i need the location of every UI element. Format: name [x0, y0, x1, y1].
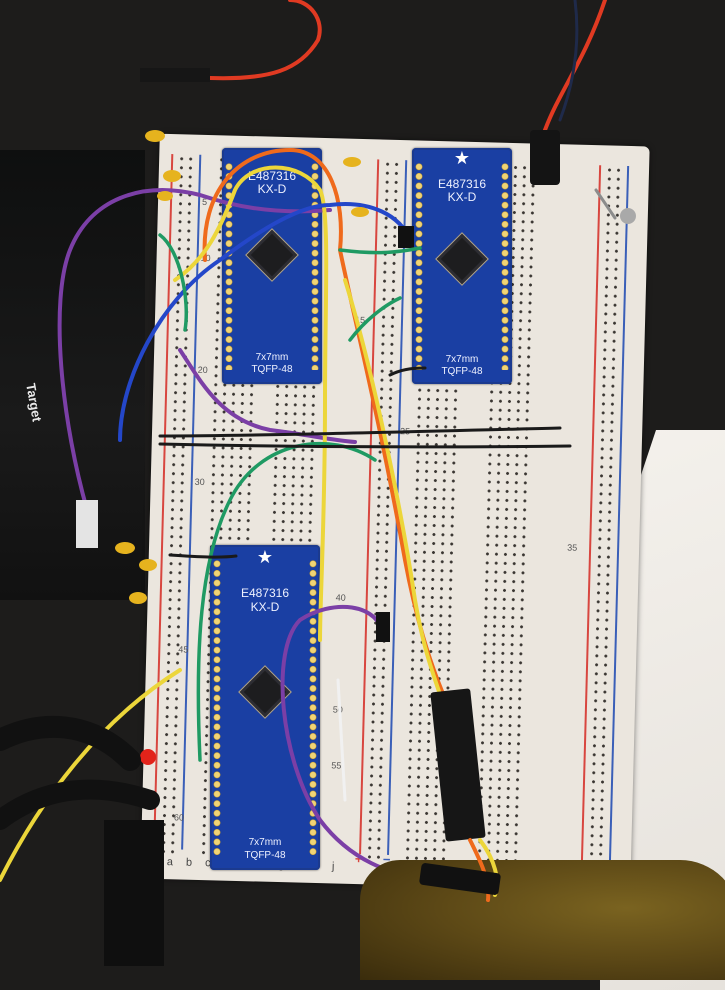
wire-yellow-right	[343, 278, 450, 722]
wire-black	[168, 553, 238, 559]
wire-connector	[376, 612, 390, 642]
jumper-wires-front	[419, 838, 501, 902]
wire-blue	[118, 202, 412, 442]
wire-green-diag	[348, 296, 402, 342]
wire-connector	[140, 68, 210, 82]
chip-package: TQFP-48	[244, 850, 286, 861]
chip-2: ★ E487316 KX-D 7x7mm TQFP-48	[412, 148, 512, 384]
capacitor	[115, 542, 135, 554]
chip-variant: KX-D	[447, 190, 477, 204]
wire-orange-end	[468, 838, 491, 902]
chip-size: 7x7mm	[445, 354, 479, 365]
chip-code: E487316	[240, 586, 290, 600]
chip-package: TQFP-48	[441, 366, 483, 377]
wire-purple-bottom	[280, 604, 432, 882]
chip-pins	[415, 162, 423, 370]
spring-pin	[594, 188, 617, 220]
chip-code: E487316	[437, 177, 487, 191]
wire-black	[158, 426, 562, 438]
wire-black	[388, 366, 427, 377]
jumper-wires	[0, 0, 636, 966]
wire-connector	[398, 226, 414, 248]
wire-connector	[76, 500, 98, 548]
capacitor	[343, 157, 361, 167]
clip-body	[104, 820, 164, 966]
programmer-pad: Target	[0, 150, 145, 600]
wire-dark-right	[558, 0, 579, 122]
chip-pins	[309, 559, 317, 856]
wire-yellow-upper	[173, 165, 329, 642]
chip-code: E487316	[247, 169, 297, 183]
wire-green-left	[158, 233, 189, 332]
chip-package: TQFP-48	[251, 364, 293, 375]
capacitor	[351, 207, 369, 217]
wire-black	[158, 442, 572, 449]
chip-pins	[501, 162, 509, 370]
chip-variant: KX-D	[250, 600, 280, 614]
chip-variant: KX-D	[257, 182, 287, 196]
capacitor	[139, 559, 157, 571]
capacitor	[145, 130, 165, 142]
wire-green-long	[196, 441, 377, 762]
alligator-clip-lead	[0, 779, 160, 830]
wire-connector	[419, 863, 501, 895]
wire-red-top	[208, 0, 322, 81]
star-icon: ★	[256, 547, 274, 567]
alligator-clip-lead	[0, 715, 141, 771]
capacitor	[157, 191, 173, 201]
chip-3: ★ E487316 KX-D 7x7mm TQFP-48	[210, 545, 320, 870]
wire-purple-long	[57, 188, 332, 522]
spring-pin	[620, 208, 636, 224]
wire-yellow-left	[0, 668, 182, 882]
wire-green-short	[338, 246, 422, 255]
pin-header-connector	[430, 688, 486, 842]
wire-connector	[530, 130, 560, 185]
wire-white	[336, 678, 347, 802]
star-icon: ★	[453, 148, 471, 168]
chip-size: 7x7mm	[248, 837, 282, 848]
chip-pins	[311, 162, 319, 370]
capacitor	[163, 170, 181, 182]
chip-size: 7x7mm	[255, 352, 289, 363]
capacitor	[129, 592, 147, 604]
red-led	[140, 749, 156, 765]
wire-purple-mid	[178, 348, 357, 444]
chip-pins	[225, 162, 233, 370]
chip-pins	[213, 559, 221, 856]
